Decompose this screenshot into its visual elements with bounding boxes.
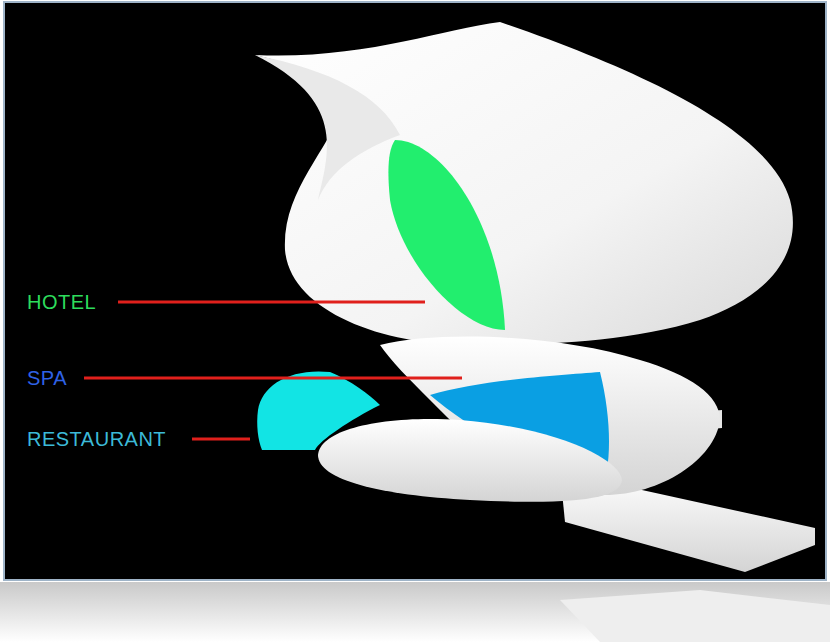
area-label: HOTEL — [27, 292, 96, 312]
leader-line — [84, 377, 462, 380]
area-label: RESTAURANT — [27, 429, 166, 449]
leader-line — [192, 438, 250, 441]
leader-line — [118, 301, 425, 304]
area-label: SPA — [27, 368, 67, 388]
